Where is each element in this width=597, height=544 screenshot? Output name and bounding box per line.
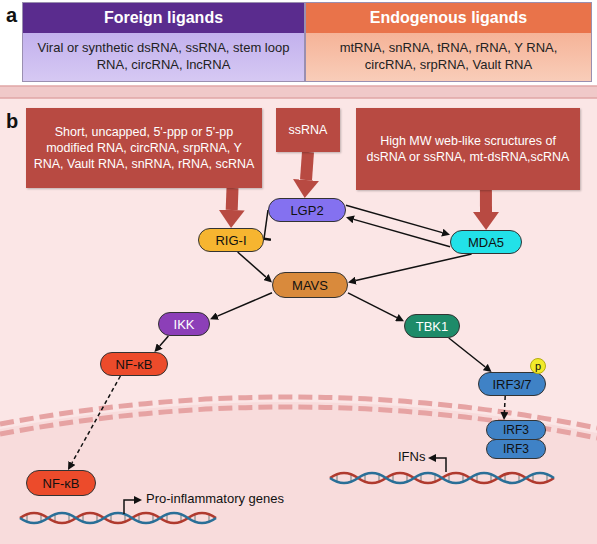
dna-strand (330, 473, 554, 483)
node-text: ssRNA (289, 122, 328, 138)
protein-pill: IRF3 (486, 420, 546, 440)
ligand-arrow (306, 152, 308, 180)
signal-arrow (356, 254, 472, 281)
panel-heading: Endogenous ligands (306, 3, 591, 33)
nucleus (0, 402, 597, 544)
node-text: MAVS (292, 278, 328, 293)
panel-letter: a (6, 4, 17, 27)
node-text: NF-κB (116, 357, 153, 372)
node-text: RIG-I (215, 233, 246, 248)
node-text: LGP2 (290, 203, 323, 218)
phospho-mark: p (530, 358, 546, 374)
membrane-line (0, 97, 597, 99)
gene-product-label: IFNs (398, 449, 425, 464)
node-text: MDA5 (468, 235, 504, 250)
transcription-arrow (124, 500, 134, 514)
dna-rungs (27, 515, 209, 521)
node-text: TBK1 (416, 319, 449, 334)
node-text: Viral or synthetic dsRNA, ssRNA, stem lo… (23, 33, 304, 81)
transcription-arrow (436, 458, 446, 472)
signal-arrow (449, 338, 486, 367)
signal-arrow (346, 205, 442, 232)
node-text: IKK (174, 317, 195, 332)
ligand-panel: Endogenous ligandsmtRNA, snRNA, tRNA, rR… (305, 2, 592, 82)
protein-pill: MAVS (272, 272, 348, 298)
panel-letter: b (6, 110, 18, 133)
protein-pill: LGP2 (268, 198, 346, 222)
ligand-arrow (480, 190, 492, 212)
protein-pill: IRF3/7 (478, 372, 546, 396)
signal-arrow (504, 396, 506, 412)
protein-pill: TBK1 (404, 314, 460, 338)
protein-pill: NF-κB (26, 470, 96, 496)
signal-arrow (72, 376, 121, 463)
panel-heading: Foreign ligands (23, 3, 304, 33)
signal-arrow (217, 293, 272, 316)
protein-pill: IRF3 (486, 439, 546, 459)
plasma-membrane (0, 86, 597, 98)
protein-pill: IKK (158, 312, 210, 336)
ligand-box: Short, uncapped, 5'-ppp or 5'-pp modifie… (26, 108, 262, 188)
signal-arrow (348, 293, 397, 318)
node-text: NF-κB (43, 476, 80, 491)
node-text: High MW web-like scructures of dsRNA or … (362, 133, 574, 166)
dna-strand (330, 473, 554, 483)
node-text: IRF3 (503, 442, 529, 456)
cytoplasm (0, 86, 597, 544)
ligand-arrow (226, 188, 239, 210)
dna-strand (20, 513, 216, 523)
gene-product-label: Pro-inflammatory genes (146, 491, 284, 506)
protein-pill: MDA5 (450, 230, 522, 254)
protein-pill: RIG-I (198, 228, 264, 252)
ligand-panel: Foreign ligandsViral or synthetic dsRNA,… (22, 2, 305, 82)
protein-pill: NF-κB (100, 352, 168, 376)
signal-arrow (160, 336, 169, 346)
node-text: mtRNA, snRNA, tRNA, rRNA, Y RNA, circRNA… (306, 33, 591, 81)
signal-arrow (238, 252, 266, 277)
node-text: Short, uncapped, 5'-ppp or 5'-pp modifie… (32, 124, 256, 173)
membrane-line (0, 85, 597, 87)
dna-strand (20, 513, 216, 523)
signal-arrow (354, 219, 450, 246)
inhibition-connector (264, 210, 268, 239)
ligand-box: ssRNA (276, 108, 340, 152)
ligand-box: High MW web-like scructures of dsRNA or … (356, 108, 580, 190)
node-text: IRF3/7 (492, 377, 531, 392)
node-text: IRF3 (503, 423, 529, 437)
